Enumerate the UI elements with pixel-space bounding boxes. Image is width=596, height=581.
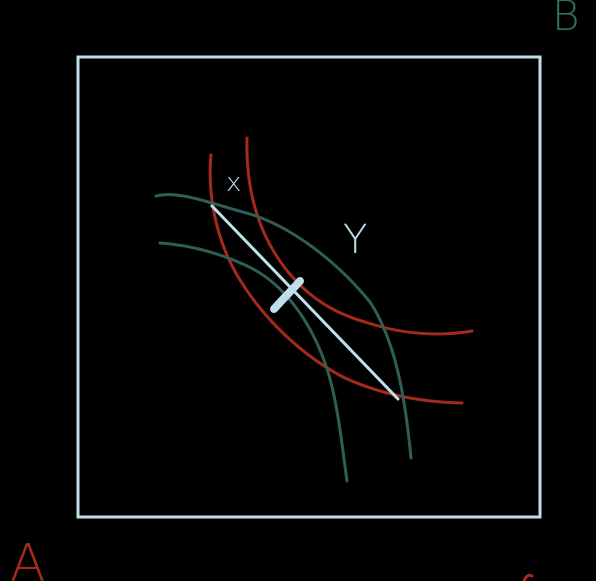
diagonal-segment <box>210 204 400 401</box>
red-curve-2 <box>245 136 474 336</box>
green-curve-2 <box>158 241 349 483</box>
box-frame <box>76 55 542 519</box>
green-curve-1 <box>154 193 413 460</box>
corner-mark <box>522 573 534 581</box>
label-b: B <box>552 0 580 40</box>
label-x: x <box>226 168 241 198</box>
red-curve-1 <box>208 153 464 405</box>
tangency-mark <box>270 277 304 313</box>
label-y: Y <box>343 217 367 263</box>
label-a: A <box>10 534 46 581</box>
